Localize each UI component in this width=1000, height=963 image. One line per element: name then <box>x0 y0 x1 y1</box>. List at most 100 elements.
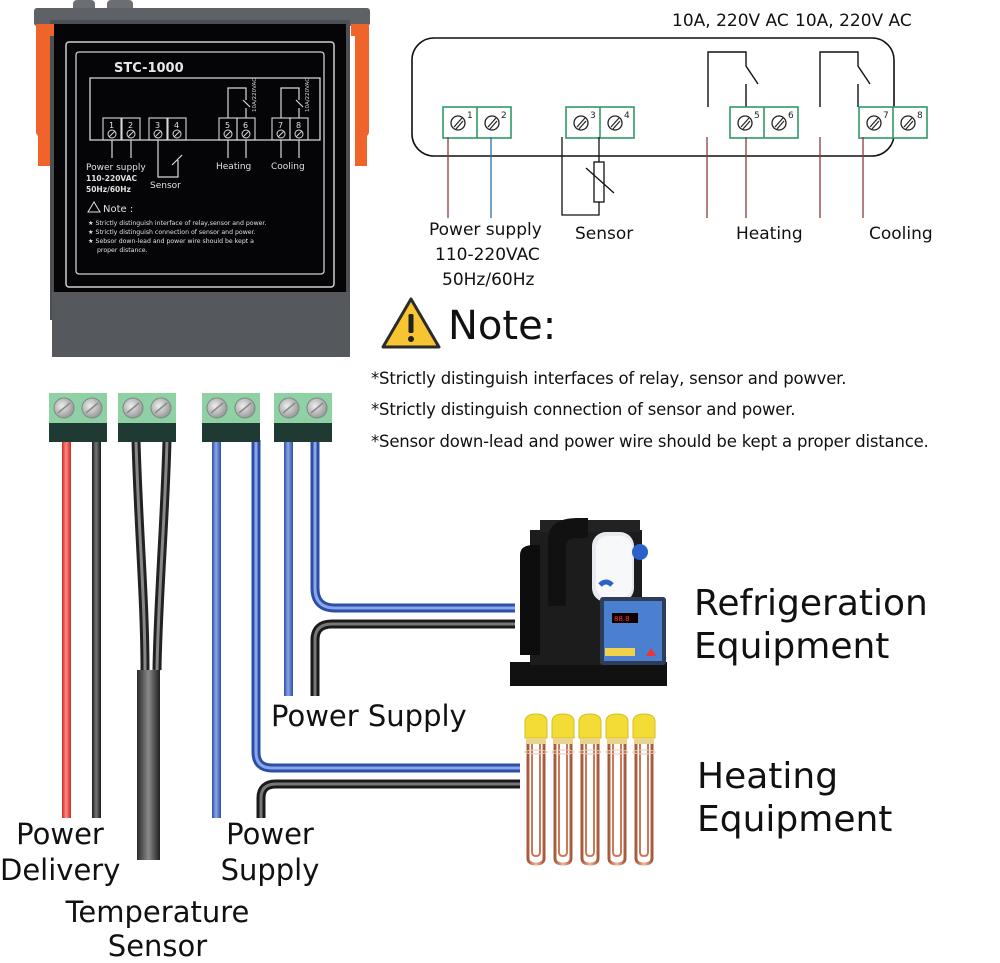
heating-supply-black-wire <box>256 779 520 818</box>
controller-note-title: Note : <box>103 204 133 215</box>
schematic-terminal-number: 7 <box>883 111 889 121</box>
controller-terminal-number: 6 <box>243 121 248 130</box>
controller-terminal-number: 1 <box>109 121 114 130</box>
terminal-block-temperature-sensor <box>118 393 176 442</box>
heating-relay-rating: 10A, 220V AC <box>672 11 789 31</box>
schematic-label-voltage: 110-220VAC <box>435 245 540 265</box>
refrigeration-equipment-label: Refrigeration Equipment <box>694 582 928 668</box>
controller-label-sensor: Sensor <box>150 181 181 191</box>
heating-relay-symbol <box>227 87 247 118</box>
power-delivery-black-wire <box>92 440 101 818</box>
controller-note-item: ★ Sebsor down-lead and power wire should… <box>88 238 254 245</box>
controller-label-voltage: 110-220VAC <box>86 174 138 183</box>
controller-terminal-number: 8 <box>296 121 301 130</box>
screw-icon <box>276 129 286 139</box>
screw-icon <box>126 129 136 139</box>
cooling-relay-rating: 10A/220VAC <box>305 78 311 112</box>
right-mounting-clip <box>351 24 369 166</box>
refrigeration-supply-black-wire <box>310 619 515 696</box>
controller-label-heating: Heating <box>216 162 251 172</box>
cooling-relay-symbol <box>280 87 300 118</box>
wiring-terminal-blocks <box>49 393 332 442</box>
screw-icon <box>573 115 589 131</box>
refrigeration-supply-blue-wire-1 <box>284 440 293 696</box>
schematic-label-sensor: Sensor <box>575 224 633 244</box>
thermistor-symbol <box>593 161 605 203</box>
controller-warning-icon <box>87 201 101 213</box>
controller-lower-housing <box>52 292 350 357</box>
controller-face-inner-border <box>75 51 325 275</box>
refrigeration-power-supply-label: Power Supply <box>271 699 467 733</box>
power-delivery-label-line: Power <box>16 817 104 851</box>
terminal-block-heating-power <box>202 393 260 442</box>
controller-diagram-frame <box>89 77 321 141</box>
screw-icon <box>607 115 623 131</box>
screw-icon <box>737 115 753 131</box>
note-item: *Strictly distinguish connection of sens… <box>371 400 796 419</box>
controller-terminal-number: 4 <box>174 121 179 130</box>
note-title: Note: <box>448 303 557 349</box>
svg-text:88.8: 88.8 <box>614 615 630 623</box>
note-item: *Strictly distinguish interfaces of rela… <box>371 369 847 388</box>
schematic-terminal-number: 8 <box>917 111 923 121</box>
controller-note-item: proper distance. <box>97 247 148 254</box>
heating-equipment-label-line: Equipment <box>697 799 893 840</box>
controller-terminal-number: 7 <box>278 121 283 130</box>
note-section: Note: <box>378 294 998 454</box>
controller-face <box>54 24 346 294</box>
schematic-label-cooling: Cooling <box>869 224 933 244</box>
heating-equipment-label: Heating Equipment <box>697 755 892 841</box>
power-delivery-red-wire <box>62 440 71 818</box>
left-mounting-clip <box>36 24 54 166</box>
refrigeration-equipment-label-line: Refrigeration <box>694 583 928 624</box>
heating-power-supply-label: Power Supply <box>205 816 335 888</box>
screw-icon <box>241 129 251 139</box>
wiring-illustration: 88.8 <box>49 393 667 866</box>
screw-icon <box>900 115 916 131</box>
schematic-label-frequency: 50Hz/60Hz <box>442 270 534 290</box>
controller-terminal-number: 5 <box>225 121 230 130</box>
heating-elements-image <box>524 713 656 866</box>
refrigeration-unit-image: 88.8 <box>510 518 667 686</box>
note-item: *Sensor down-lead and power wire should … <box>371 432 929 451</box>
screw-icon <box>771 115 787 131</box>
controller-terminal-number: 2 <box>128 121 133 130</box>
temperature-sensor-label: Temperature Sensor <box>55 895 260 963</box>
controller-note-item: ★ Strictly distinguish connection of sen… <box>88 229 256 236</box>
refrigeration-equipment-label-line: Equipment <box>694 626 890 667</box>
controller-face-border <box>65 41 335 288</box>
cooling-relay-switch <box>819 51 871 107</box>
refrigeration-supply-blue-wire-2 <box>310 440 515 613</box>
screw-icon <box>450 115 466 131</box>
schematic-terminal-number: 6 <box>788 111 794 121</box>
power-delivery-label: Power Delivery <box>0 816 120 888</box>
schematic-terminal-number: 5 <box>754 111 760 121</box>
schematic-terminal-number: 1 <box>467 111 473 121</box>
controller-label-frequency: 50Hz/60Hz <box>86 185 131 194</box>
screw-icon <box>294 129 304 139</box>
temperature-sensor-label-line: Sensor <box>107 929 208 963</box>
schematic-label-power-supply: Power supply <box>429 220 542 240</box>
controller-terminal-number: 3 <box>155 121 160 130</box>
cooling-relay-rating: 10A, 220V AC <box>795 11 912 31</box>
screw-icon <box>484 115 500 131</box>
temperature-sensor-label-line: Temperature <box>65 895 250 929</box>
screw-icon <box>172 129 182 139</box>
heating-relay-rating: 10A/220VAC <box>252 78 258 112</box>
heating-power-supply-label-line: Supply <box>220 853 320 887</box>
heating-element <box>524 713 548 866</box>
screw-icon <box>866 115 882 131</box>
schematic-terminal-number: 2 <box>501 111 507 121</box>
schematic-terminal-number: 4 <box>624 111 630 121</box>
heating-element <box>551 713 575 866</box>
screw-icon <box>153 129 163 139</box>
schematic-terminal-number: 3 <box>590 111 596 121</box>
